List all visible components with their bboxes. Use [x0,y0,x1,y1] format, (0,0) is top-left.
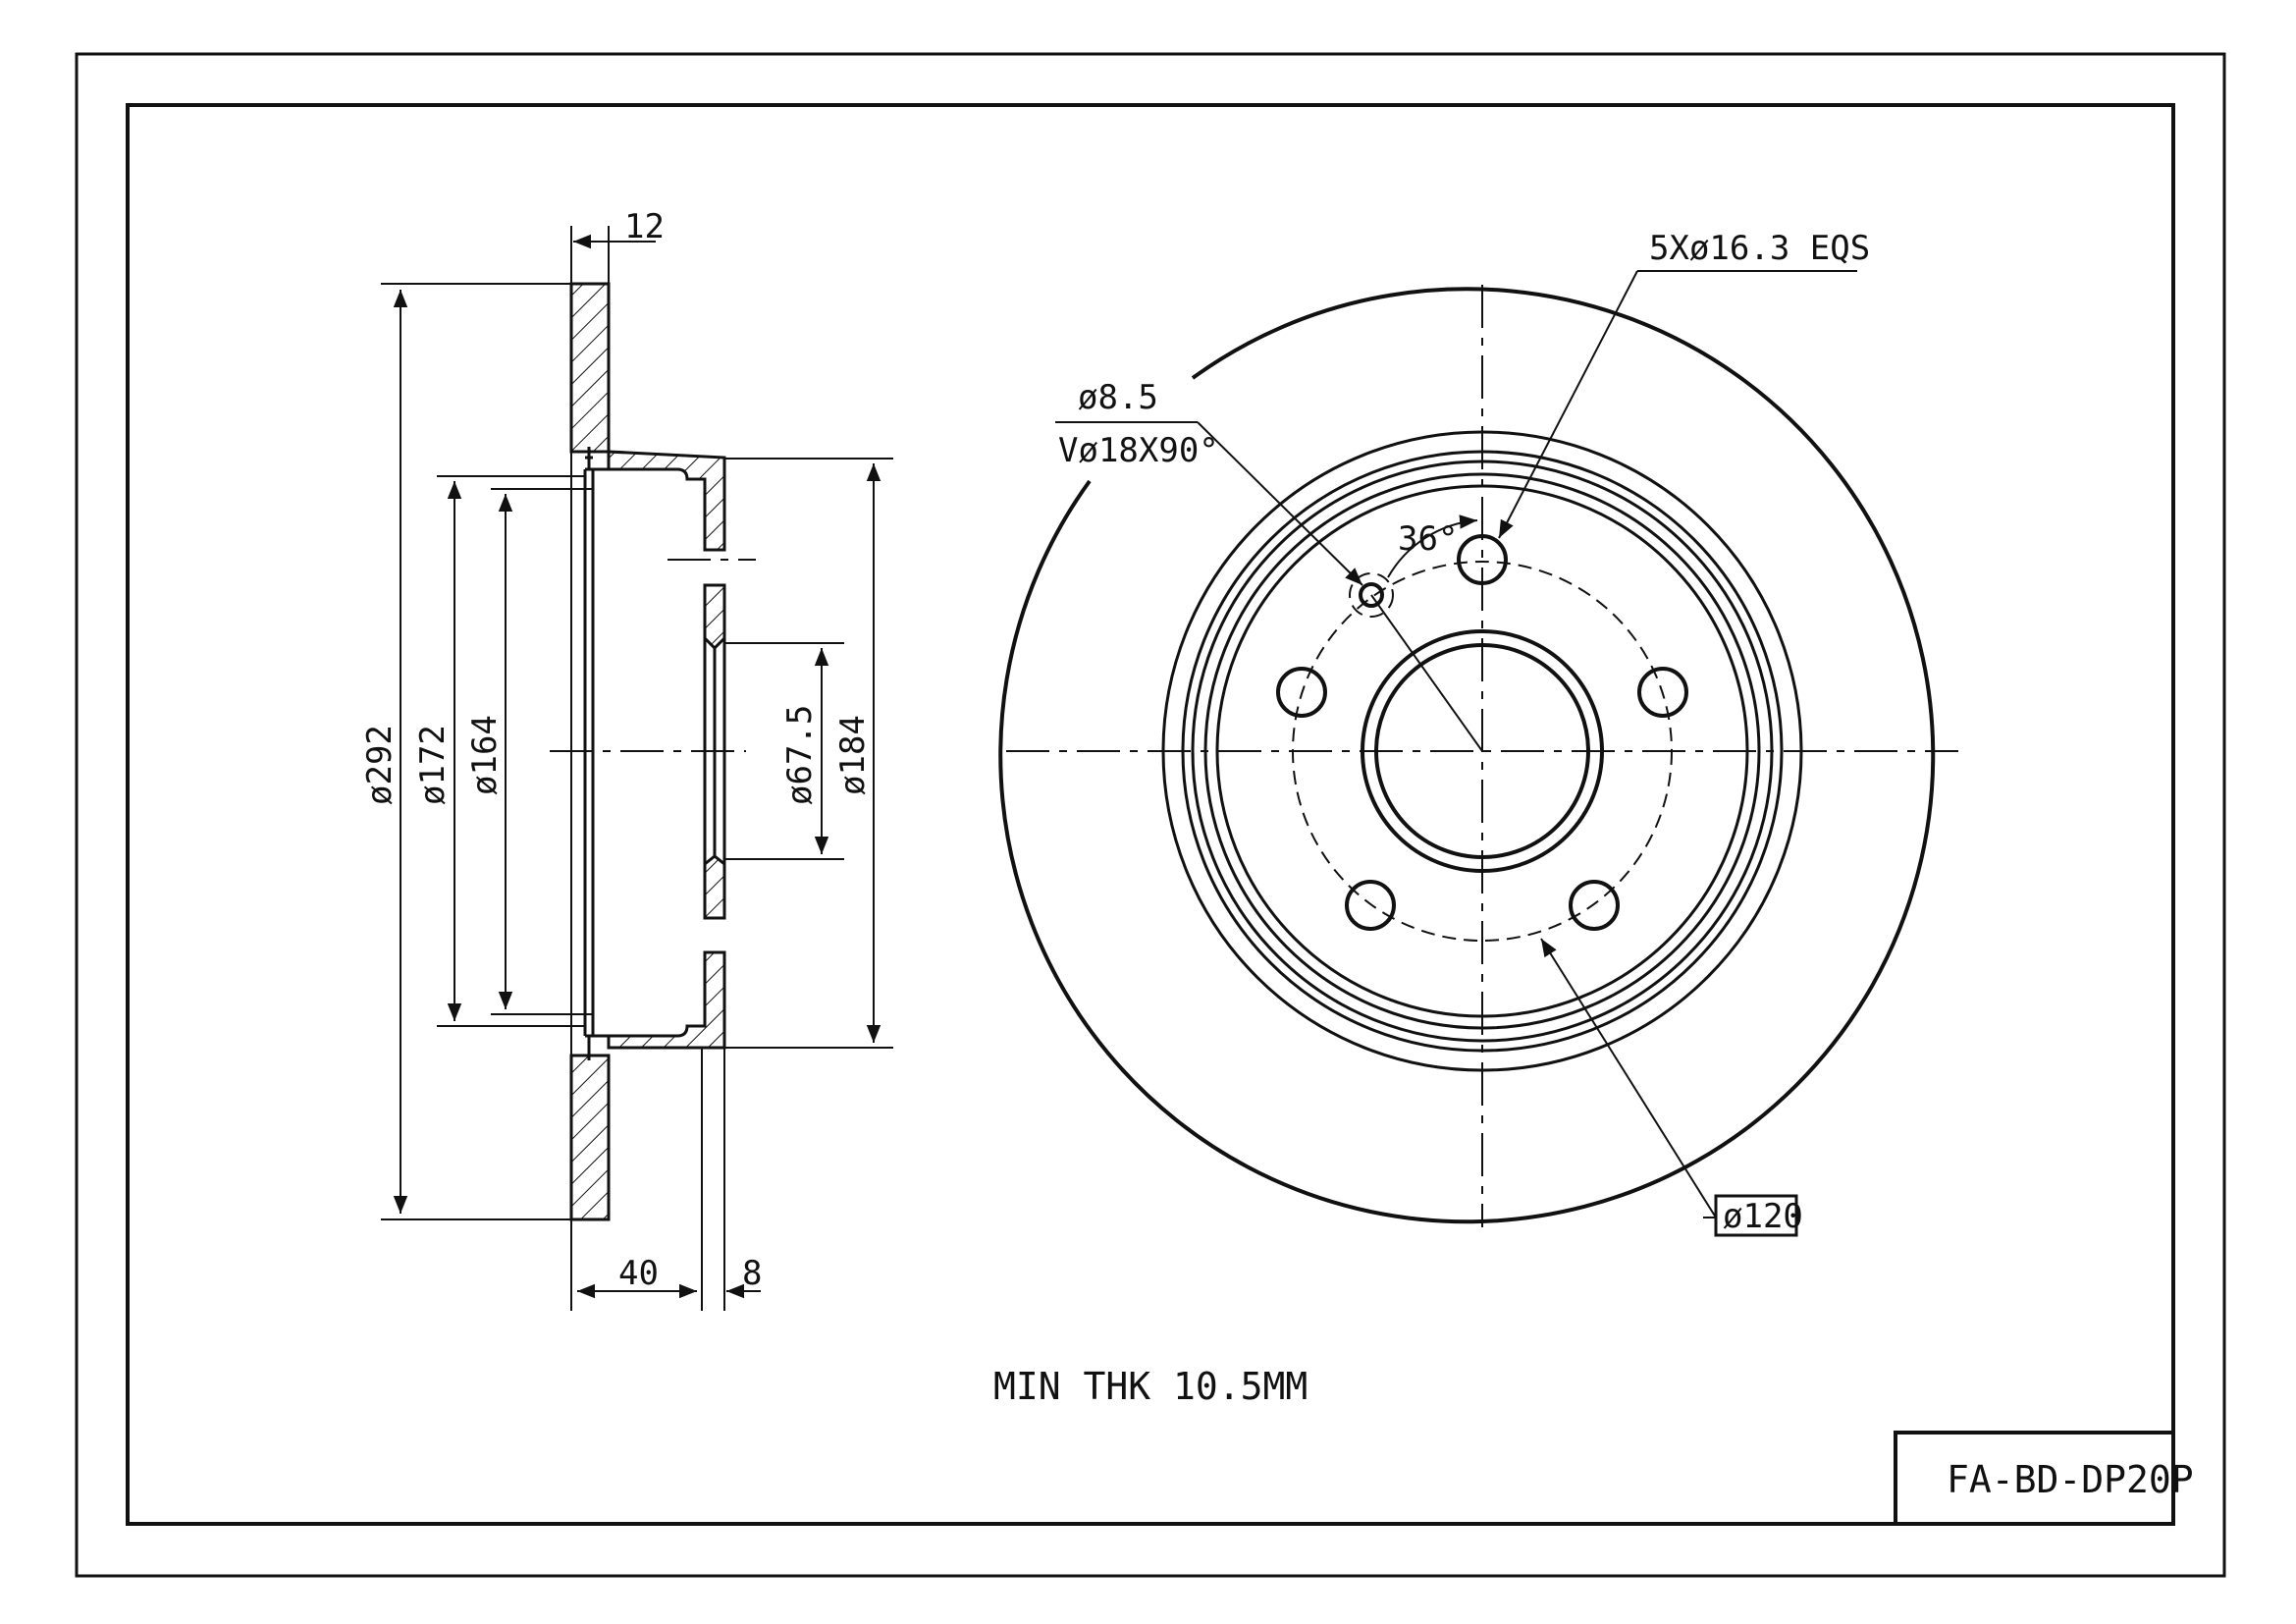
dim-dia-172: ø172 [413,725,453,805]
part-number: FA-BD-DP20P [1947,1458,2194,1501]
bolt-hole-3 [1569,880,1620,931]
angle-label: 36° [1398,519,1458,559]
angle-arc [1387,514,1478,578]
min-thickness-note: MIN THK 10.5MM [993,1365,1308,1408]
dim-dia-hat: ø184 [833,715,873,795]
dim-offset-8: 8 [742,1254,762,1293]
label-small-hole: ø8.5 [1078,378,1158,417]
small-hole [1359,582,1384,608]
front-view: 36° 5Xø16.3 EQS ø8.5 Vø18X90° ø120 [998,229,1958,1237]
disc-outer-edge [998,287,1936,1224]
section-hub-upper [703,583,726,651]
section-hatch-lower [569,1054,611,1221]
section-hat-upper [607,450,726,552]
section-hatch-upper [569,282,611,454]
section-hub-lower [703,854,726,920]
small-hole-countersink [1349,572,1394,618]
pcd-label-box [1714,1194,1798,1237]
bolt-hole-5 [1276,667,1327,718]
dim-thickness-top: 12 [624,207,665,246]
dim-dia-164: ø164 [465,715,505,795]
bolt-hole-2 [1637,667,1688,718]
dim-offset-40: 40 [618,1254,659,1293]
dim-dia-center-bore: ø67.5 [780,705,820,805]
title-block [1894,1431,2175,1526]
bolt-hole-4 [1345,880,1396,931]
outer-frame [75,52,2226,1578]
section-view: 12 ø292 ø172 ø164 ø67.5 ø184 40 8 [360,207,893,1311]
label-countersink: Vø18X90° [1058,431,1219,470]
dim-dia-outer: ø292 [360,725,400,805]
label-bolt-holes: 5Xø16.3 EQS [1649,229,1870,268]
label-pcd: ø120 [1723,1197,1803,1236]
inner-frame [126,103,2175,1526]
section-hat-lower [607,950,726,1050]
